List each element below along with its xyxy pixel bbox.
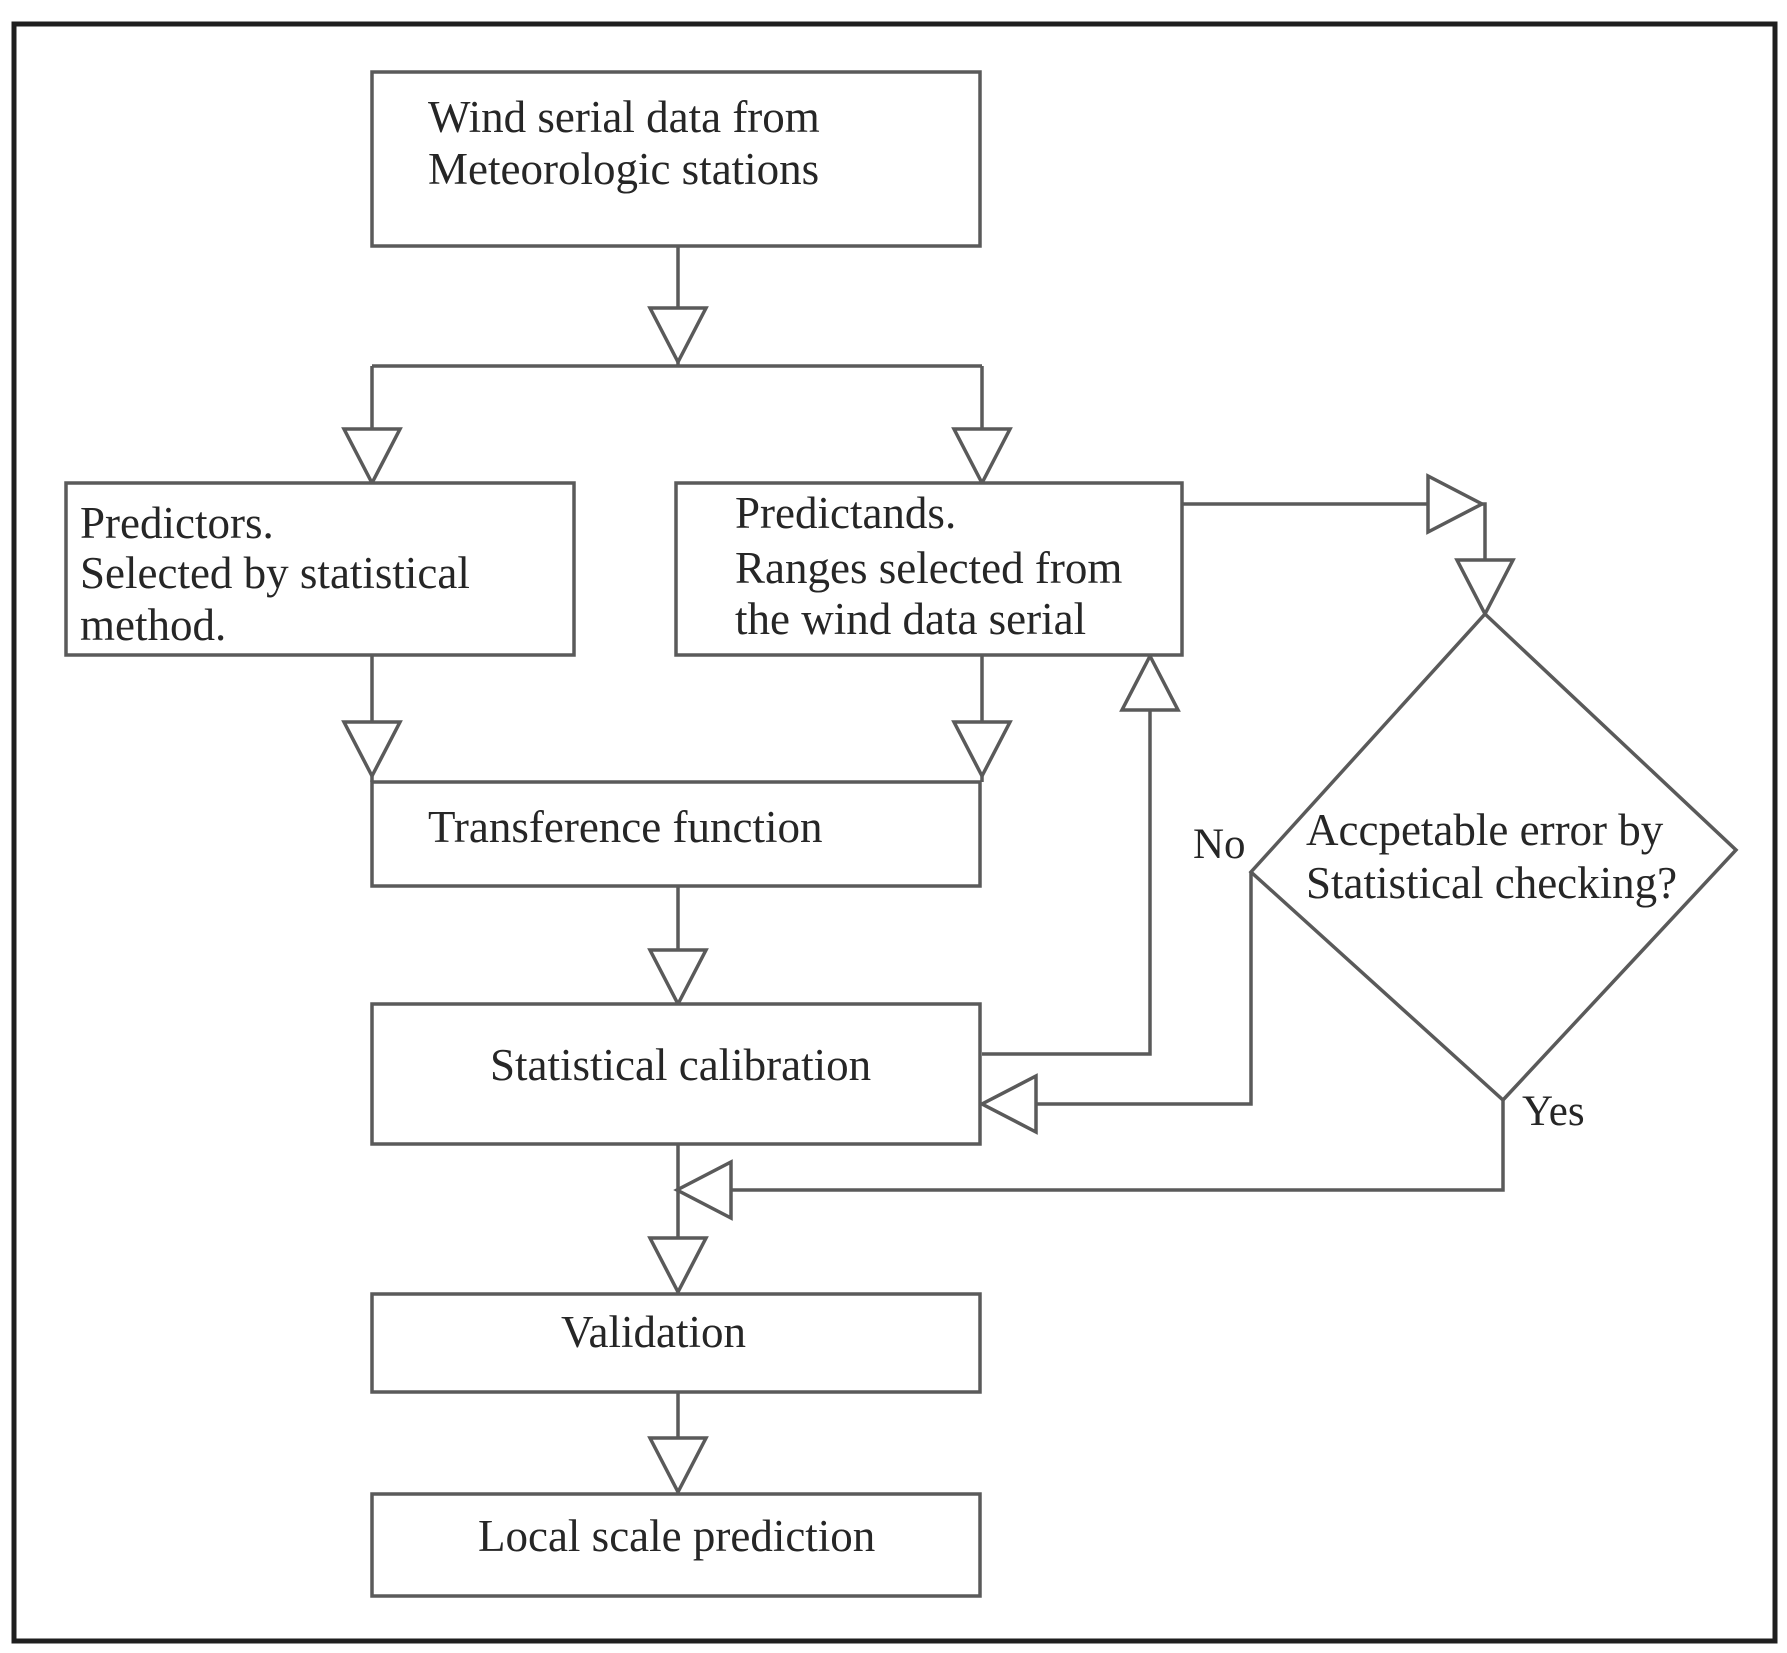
arrow-up-icon xyxy=(1119,652,1181,712)
node-label-line: Meteorologic stations xyxy=(428,144,819,194)
node-box xyxy=(370,780,982,888)
node-label-line: Wind serial data from xyxy=(428,92,820,142)
node-box xyxy=(370,1292,982,1394)
node-predictands: Predictands. Ranges selected from the wi… xyxy=(674,481,1184,657)
node-transference: Transference function xyxy=(370,780,982,888)
node-box xyxy=(64,481,576,657)
arrow-down-icon xyxy=(341,427,403,487)
node-validation: Validation xyxy=(370,1292,982,1394)
arrow-down-icon xyxy=(647,948,709,1008)
node-label-line: Ranges selected from xyxy=(735,543,1122,593)
node-calibration: Statistical calibration xyxy=(370,1002,982,1146)
node-wind-data: Wind serial data from Meteorologic stati… xyxy=(370,70,982,248)
arrow-right-icon xyxy=(1426,473,1486,535)
arrow-down-icon xyxy=(951,720,1013,780)
arrow-left-icon xyxy=(978,1073,1038,1135)
edge-label-no: No xyxy=(1193,821,1246,868)
node-label-line: Accpetable error by xyxy=(1306,805,1664,855)
arrow-down-icon xyxy=(647,306,709,366)
connector-decision-yes xyxy=(678,1100,1505,1192)
node-box xyxy=(370,70,982,248)
arrow-down-icon xyxy=(1454,558,1516,618)
node-predictors: Predictors. Selected by statistical meth… xyxy=(64,481,576,657)
arrow-down-icon xyxy=(951,427,1013,487)
node-box xyxy=(674,481,1184,657)
connector-calibration-to-predictands xyxy=(982,655,1152,1056)
node-label-line: the wind data serial xyxy=(735,594,1086,644)
node-label-line: Validation xyxy=(561,1307,746,1357)
node-label-line: Local scale prediction xyxy=(478,1511,875,1561)
node-label-line: Predictors. xyxy=(80,498,274,548)
node-box xyxy=(370,1002,982,1146)
edge-label-yes: Yes xyxy=(1522,1088,1585,1135)
node-label-line: method. xyxy=(80,600,226,650)
connector-decision-no xyxy=(982,872,1253,1106)
node-label-line: Statistical calibration xyxy=(490,1040,871,1090)
node-prediction: Local scale prediction xyxy=(370,1492,982,1598)
arrow-down-icon xyxy=(341,720,403,780)
node-label-line: Transference function xyxy=(428,802,822,852)
node-label-line: Statistical checking? xyxy=(1306,858,1677,908)
node-label-line: Predictands. xyxy=(735,488,956,538)
arrow-left-icon xyxy=(673,1159,733,1221)
node-label-line: Selected by statistical xyxy=(80,548,470,598)
arrow-down-icon xyxy=(647,1236,709,1296)
decision-diamond xyxy=(1248,611,1739,1103)
arrow-down-icon xyxy=(647,1436,709,1496)
node-box xyxy=(370,1492,982,1598)
node-decision: Accpetable error by Statistical checking… xyxy=(1248,611,1739,1103)
arrowheads xyxy=(341,306,1516,1496)
